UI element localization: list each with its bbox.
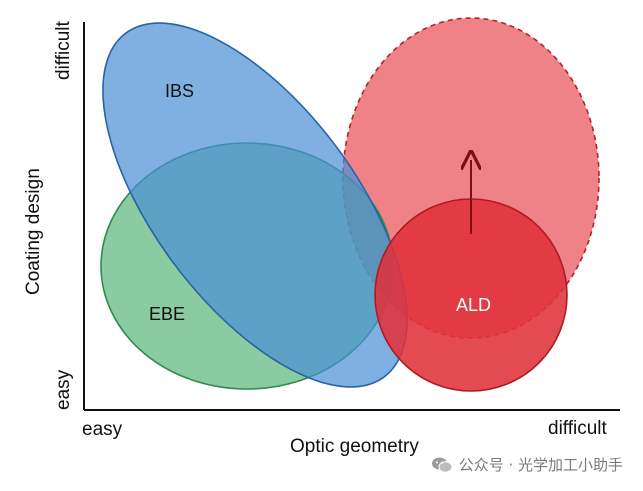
ald-label: ALD <box>456 295 491 315</box>
y-min-label: easy <box>53 369 74 410</box>
watermark: 公众号 · 光学加工小助手 <box>431 454 623 475</box>
ibs-region <box>102 22 408 388</box>
wechat-icon <box>431 457 453 473</box>
x-axis-label: Optic geometry <box>290 436 419 457</box>
ibs-label: IBS <box>165 81 194 101</box>
y-max-label: difficult <box>53 20 74 80</box>
y-axis-label: Coating design <box>23 168 44 295</box>
watermark-text: 公众号 · 光学加工小助手 <box>458 456 623 474</box>
ebe-label: EBE <box>149 304 185 324</box>
x-min-label: easy <box>82 419 123 440</box>
x-max-label: difficult <box>548 418 608 439</box>
